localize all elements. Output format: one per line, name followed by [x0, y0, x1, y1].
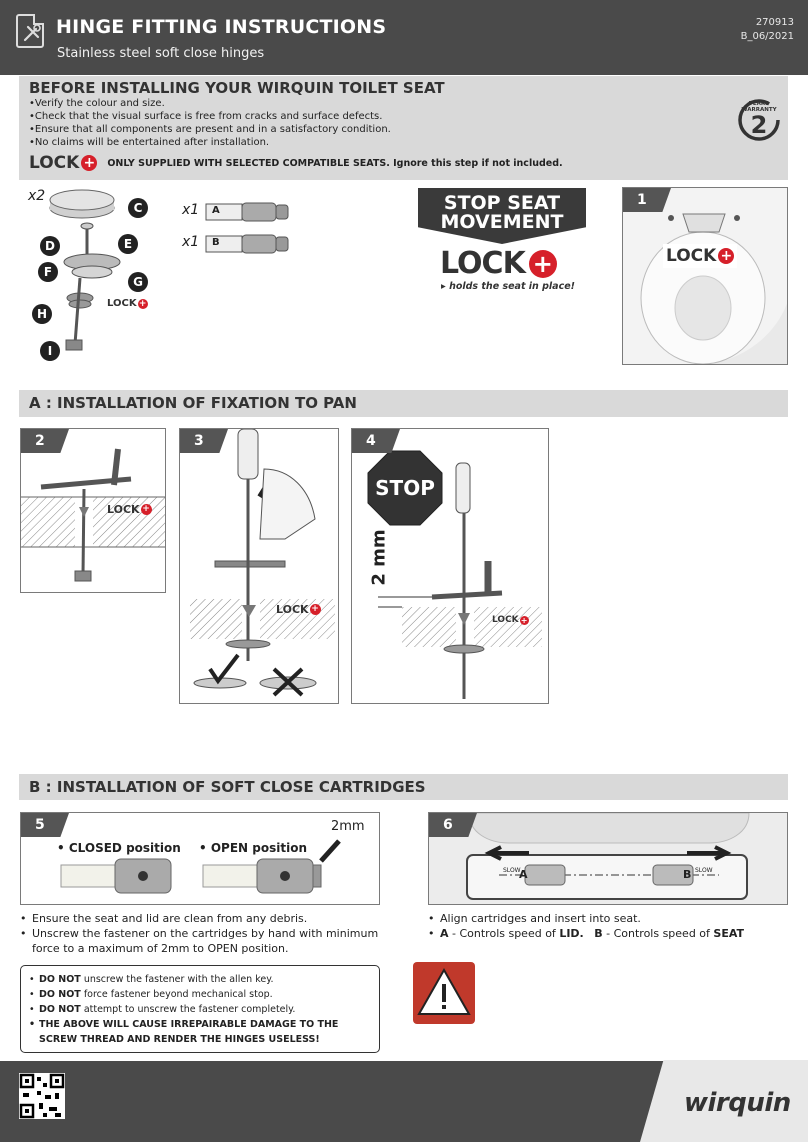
toilet-pan-drawing — [623, 188, 787, 364]
step-3-tab: 3 — [180, 429, 228, 453]
wrong-insertion-drawing — [429, 963, 787, 1052]
part-label-h: H — [32, 304, 52, 324]
parts-diagram: x2 LOCK + C D E F G H I — [20, 186, 170, 364]
step-2-drawing — [21, 448, 165, 582]
warning-item: DO NOT force fastener beyond mechanical … — [29, 987, 379, 1002]
cartridge-a-tag: A — [519, 868, 528, 881]
step-3-drawing — [190, 429, 335, 697]
lock-plus-logo-large: LOCK + — [440, 246, 557, 281]
step-6-bullet: A - Controls speed of LID. B - Controls … — [428, 926, 788, 941]
part-label-c: C — [128, 198, 148, 218]
lock-plus-logo-small: LOCK + — [107, 298, 148, 309]
warning-triangle-icon — [413, 962, 475, 1024]
warranty-number: 2 — [750, 111, 768, 139]
step-4-tab: 4 — [352, 429, 400, 453]
warning-item: DO NOT unscrew the fastener with the all… — [29, 972, 379, 987]
cartridge-a-label: A — [212, 205, 220, 216]
step-1-panel: 1 LOCK + — [622, 187, 788, 365]
warranty-years: YEARS — [748, 101, 770, 107]
page-header: HINGE FITTING INSTRUCTIONS Stainless ste… — [0, 0, 808, 75]
warranty-label: WARRANTY — [741, 107, 777, 113]
step-4-drawing — [367, 450, 542, 699]
step-6-bullet: Align cartridges and insert into seat. — [428, 911, 788, 926]
cartridges-drawing — [205, 202, 289, 254]
cartridge-b-label: B — [212, 237, 220, 248]
part-label-g: G — [128, 272, 148, 292]
step-6-drawing — [429, 813, 787, 904]
step-2-panel: 2 LOCK + — [20, 428, 166, 593]
step-6-instructions: Align cartridges and insert into seat. A… — [428, 911, 788, 941]
before-title: BEFORE INSTALLING YOUR WIRQUIN TOILET SE… — [29, 79, 445, 97]
step-6-panel: 6 SLOW A B SLOW — [428, 812, 788, 905]
open-gap-label: 2mm — [331, 819, 365, 834]
section-a-bar: A : INSTALLATION OF FIXATION TO PAN — [19, 390, 788, 417]
warranty-badge: YEARS WARRANTY 2 — [735, 94, 783, 142]
qty-c: x2 — [28, 188, 46, 204]
wrong-insertion-panel — [428, 962, 788, 1053]
lock-plus-logo-step2: LOCK + — [107, 503, 152, 516]
cartridge-b-tag: B — [683, 868, 692, 881]
lock-plus-logo-step4: LOCK + — [492, 615, 529, 625]
part-label-i: I — [40, 341, 60, 361]
doc-code: 270913 B_06/2021 — [741, 16, 794, 44]
page-subtitle: Stainless steel soft close hinges — [57, 46, 265, 61]
lock-note-row: LOCK + ONLY SUPPLIED WITH SELECTED COMPA… — [29, 152, 563, 174]
warning-item: DO NOT attempt to unscrew the fastener c… — [29, 1002, 379, 1017]
stop-banner-line2: MOVEMENT — [440, 211, 564, 233]
part-label-e: E — [118, 234, 138, 254]
step-2-tab: 2 — [21, 429, 69, 453]
lock-plus-logo: LOCK + — [29, 153, 98, 173]
step-5-panel: 5 • CLOSED position • OPEN position 2mm — [20, 812, 380, 905]
before-item: Verify the colour and size. — [29, 97, 391, 110]
page-title: HINGE FITTING INSTRUCTIONS — [56, 16, 387, 38]
part-label-d: D — [40, 236, 60, 256]
section-b-bar: B : INSTALLATION OF SOFT CLOSE CARTRIDGE… — [19, 774, 788, 800]
cartridges-parts: x1 x1 A B — [180, 198, 300, 260]
caret-right-icon: ▸ — [441, 281, 450, 292]
lock-plus-logo-step3: LOCK + — [276, 603, 321, 616]
warning-box: DO NOT unscrew the fastener with the all… — [20, 965, 380, 1053]
step-5-instructions: Ensure the seat and lid are clean from a… — [20, 911, 380, 956]
step-5-bullet: Ensure the seat and lid are clean from a… — [20, 911, 380, 926]
step-6-tab: 6 — [429, 813, 477, 837]
before-list: Verify the colour and size. Check that t… — [29, 97, 391, 149]
gap-2mm-label: 2 mm — [368, 529, 390, 586]
holds-seat-caption: ▸ holds the seat in place! — [441, 281, 575, 292]
stop-sign: STOP — [375, 476, 435, 500]
step-5-tab: 5 — [21, 813, 69, 837]
before-item: No claims will be entertained after inst… — [29, 136, 391, 149]
slow-label-b: SLOW — [695, 867, 713, 874]
qty-a: x1 — [182, 202, 200, 218]
qr-code[interactable] — [19, 1073, 65, 1119]
part-label-f: F — [38, 262, 58, 282]
lock-plus-logo-step1: LOCK + — [663, 244, 738, 268]
step-5-drawing — [60, 839, 341, 894]
stop-banner-line1: STOP SEAT — [443, 192, 561, 214]
before-item: Check that the visual surface is free fr… — [29, 110, 391, 123]
before-item: Ensure that all components are present a… — [29, 123, 391, 136]
section-a-title: A : INSTALLATION OF FIXATION TO PAN — [29, 394, 357, 412]
warning-item: THE ABOVE WILL CAUSE IRREPAIRABLE DAMAGE… — [29, 1017, 379, 1047]
closed-position-label: • CLOSED position — [57, 841, 181, 855]
doc-number: 270913 — [755, 17, 794, 28]
parts-drawing — [49, 189, 121, 351]
stop-seat-banner: STOP SEAT MOVEMENT — [418, 188, 586, 244]
brand-logo: wirquin — [640, 1060, 808, 1142]
step-4-panel: 4 STOP 2 mm LOCK + — [351, 428, 549, 704]
tools-icon — [16, 14, 44, 48]
qty-b: x1 — [182, 234, 200, 250]
step-5-bullet: Unscrew the fastener on the cartridges b… — [20, 926, 380, 956]
slow-label-a: SLOW — [503, 867, 521, 874]
open-position-label: • OPEN position — [199, 841, 307, 855]
lock-note: ONLY SUPPLIED WITH SELECTED COMPATIBLE S… — [107, 157, 563, 169]
step-1-tab: 1 — [623, 188, 671, 212]
before-installing-box: BEFORE INSTALLING YOUR WIRQUIN TOILET SE… — [19, 76, 788, 180]
step-3-panel: 3 LOCK + — [179, 428, 339, 704]
doc-version: B_06/2021 — [740, 31, 794, 42]
section-b-title: B : INSTALLATION OF SOFT CLOSE CARTRIDGE… — [29, 778, 426, 796]
